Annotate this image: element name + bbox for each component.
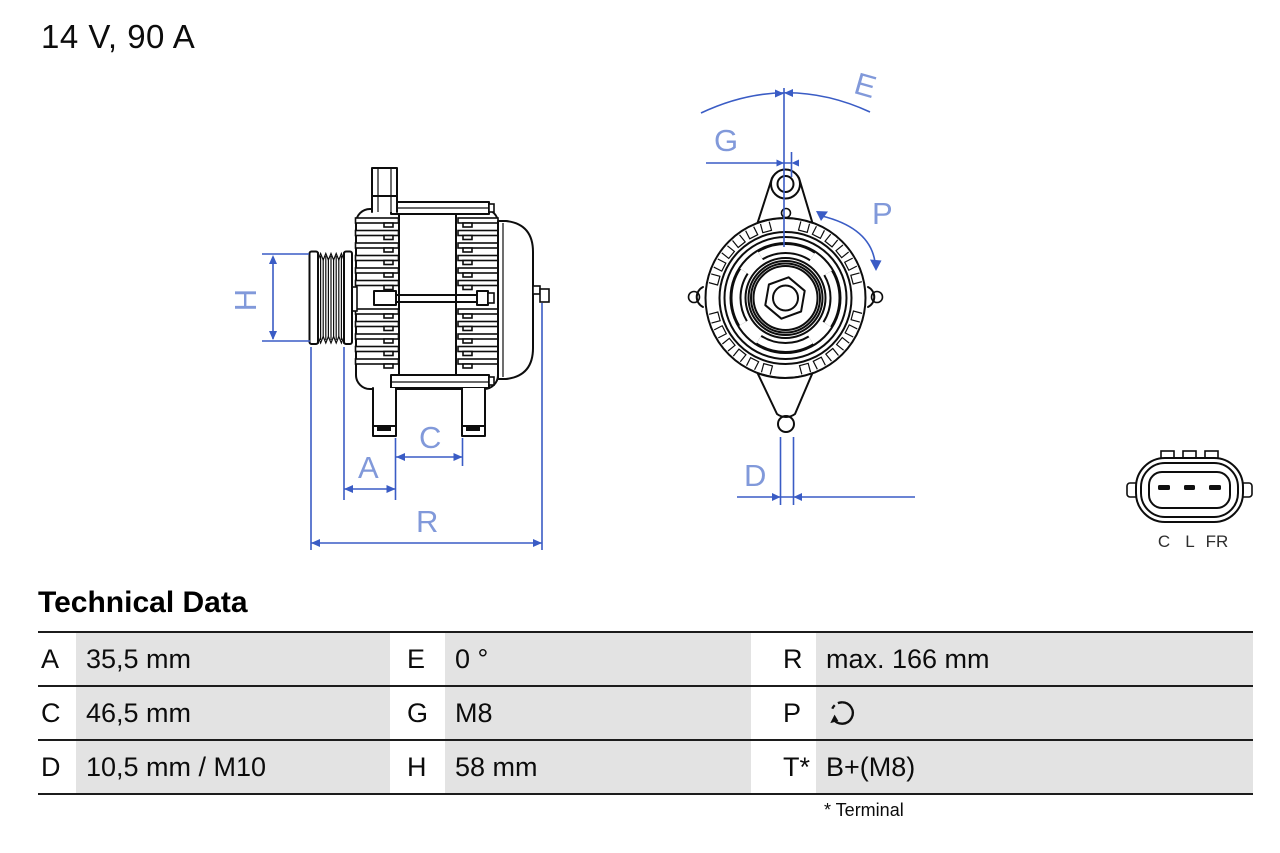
dim-key-t-star: T* xyxy=(751,741,816,793)
dim-key-p: P xyxy=(751,687,816,739)
dimension-label-a: A xyxy=(358,450,379,485)
dimension-a: A xyxy=(343,347,397,500)
terminal-footnote: * Terminal xyxy=(824,800,904,820)
bottom-mounting-lug xyxy=(372,387,397,437)
dimension-label-c: C xyxy=(419,420,441,455)
technical-data-title: Technical Data xyxy=(38,586,248,619)
dimension-label-p: P xyxy=(872,196,893,231)
dim-value-r: max. 166 mm xyxy=(816,633,1253,685)
table-row: C 46,5 mm G M8 P T* xyxy=(38,687,1253,741)
dim-value-d: 10,5 mm / M10 xyxy=(76,741,390,793)
dimension-label-e: E xyxy=(851,66,881,105)
rotation-arrow-icon xyxy=(830,701,854,725)
dim-value-h: 58 mm xyxy=(445,741,751,793)
dim-key-r: R xyxy=(751,633,816,685)
dim-value-c: 46,5 mm xyxy=(76,687,390,739)
voltage-amperage-rating: 14 V, 90 A xyxy=(41,18,196,55)
dimension-d: D xyxy=(737,437,915,505)
dim-key-a: A xyxy=(38,633,76,685)
dim-key-d: D xyxy=(38,741,76,793)
rear-cover xyxy=(497,220,534,380)
dimension-label-h: H xyxy=(228,289,263,311)
alternator-front-view: E G P xyxy=(687,66,915,505)
dim-value-p xyxy=(816,687,1253,739)
connector-diagram: C L FR xyxy=(1126,450,1253,551)
connector-pin-l xyxy=(1184,485,1195,490)
dimension-p: P xyxy=(816,196,893,271)
dimension-h: H xyxy=(228,253,310,342)
dim-value-t-star: B+(M8) xyxy=(816,741,1253,793)
top-mounting-lug xyxy=(371,167,398,213)
dimension-g: G xyxy=(706,123,799,177)
connector-pin-fr xyxy=(1209,485,1221,490)
dimension-label-r: R xyxy=(416,504,438,539)
connector-pin-label-l: L xyxy=(1185,532,1194,551)
dim-value-g: M8 xyxy=(445,687,751,739)
dim-key-h: H xyxy=(390,741,445,793)
dimension-r: R xyxy=(310,303,543,550)
front-bottom-lug xyxy=(756,372,814,418)
b-plus-terminal xyxy=(532,285,541,295)
dimension-c: C xyxy=(396,420,464,466)
technical-drawing: H A C xyxy=(228,66,1253,551)
dim-value-a: 35,5 mm xyxy=(76,633,390,685)
pulley xyxy=(308,250,358,345)
bottom-mounting-lug xyxy=(461,387,486,437)
dimension-label-g: G xyxy=(714,123,738,158)
dim-key-c: C xyxy=(38,687,76,739)
connector-pin-c xyxy=(1158,485,1170,490)
connector-pin-label-fr: FR xyxy=(1206,532,1229,551)
table-row: A 35,5 mm E 0 ° R max. 166 mm xyxy=(38,633,1253,687)
dim-value-e: 0 ° xyxy=(445,633,751,685)
technical-data-table: A 35,5 mm E 0 ° R max. 166 mm C 46,5 mm … xyxy=(38,631,1253,795)
dim-key-e: E xyxy=(390,633,445,685)
table-row: D 10,5 mm / M10 H 58 mm T* B+(M8) xyxy=(38,741,1253,795)
alternator-side-view: H A C xyxy=(228,167,550,550)
dimension-label-d: D xyxy=(744,458,766,493)
connector-pin-label-c: C xyxy=(1158,532,1170,551)
dim-key-g: G xyxy=(390,687,445,739)
